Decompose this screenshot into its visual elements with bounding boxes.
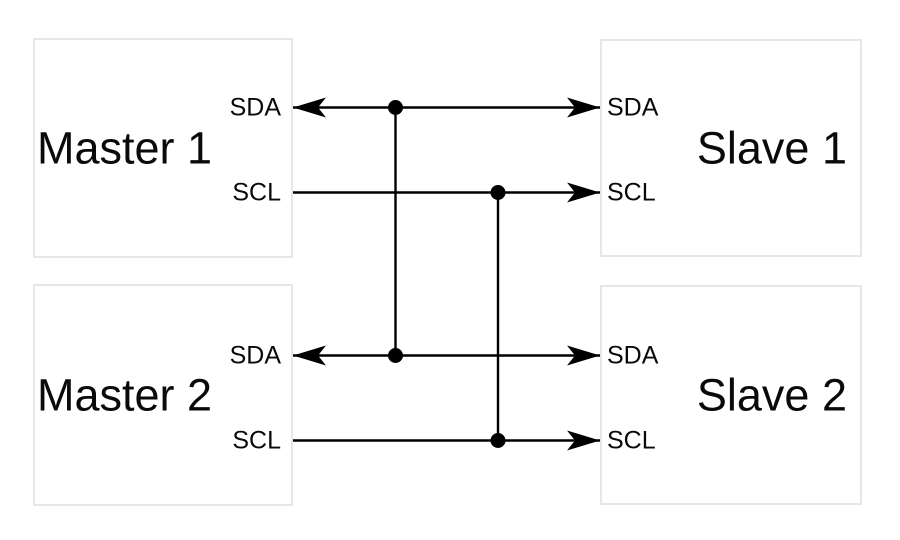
device-label-slave1: Slave 1 — [696, 122, 847, 174]
arrowhead-right-sda-bottom — [567, 345, 600, 366]
port-label-scl-master1: SCL — [232, 178, 281, 206]
port-label-sda-master2: SDA — [229, 341, 281, 369]
device-box-master1: Master 1 SDA SCL — [33, 38, 293, 258]
device-box-slave1: Slave 1 SDA SCL — [600, 39, 862, 257]
port-label-sda-slave1: SDA — [607, 93, 659, 121]
junction-dot-scl-bottom — [490, 433, 506, 448]
arrowhead-left-sda-bottom — [293, 345, 326, 366]
port-label-sda-master1: SDA — [229, 93, 281, 121]
port-label-scl-slave2: SCL — [607, 426, 656, 454]
arrowhead-left-sda-top — [293, 97, 326, 118]
port-label-sda-slave2: SDA — [607, 341, 659, 369]
device-box-slave2: Slave 2 SDA SCL — [600, 285, 862, 505]
device-label-slave2: Slave 2 — [696, 369, 847, 421]
junction-dot-sda-bottom — [388, 348, 403, 363]
port-label-scl-slave1: SCL — [607, 178, 656, 206]
arrowhead-right-sda-top — [567, 97, 600, 118]
port-label-scl-master2: SCL — [232, 426, 281, 454]
junction-dot-scl-top — [490, 185, 506, 200]
junction-dot-sda-top — [388, 100, 403, 115]
device-box-master2: Master 2 SDA SCL — [33, 284, 293, 506]
device-label-master2: Master 2 — [37, 369, 213, 421]
arrowhead-right-scl-top — [567, 182, 600, 203]
arrowhead-right-scl-bottom — [567, 430, 600, 451]
device-label-master1: Master 1 — [37, 122, 213, 174]
